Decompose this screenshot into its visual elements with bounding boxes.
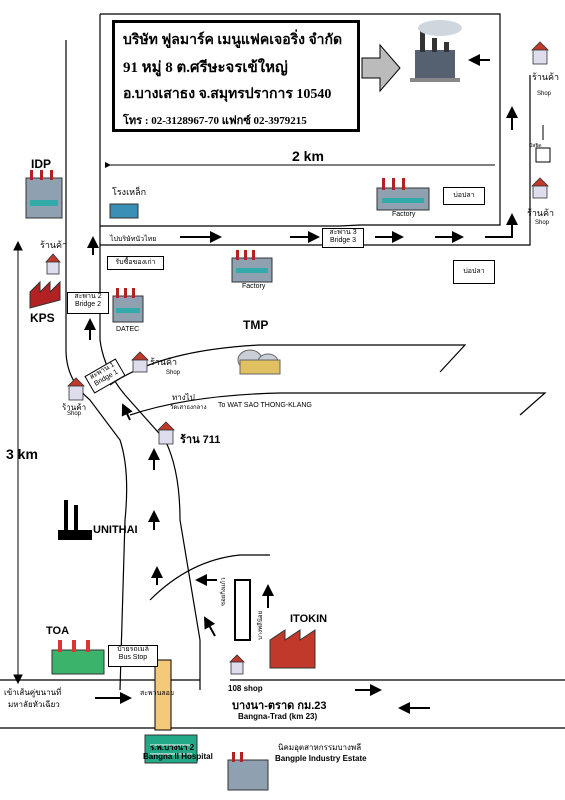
mosque-sign: [535, 147, 551, 163]
shop-label-th: ร้านค้า: [532, 72, 560, 82]
factory-middle-icon: [231, 250, 273, 283]
bangna-trad-en: Bangna-Trad (km 23): [238, 712, 318, 721]
unithai-factory-icon: [58, 500, 92, 540]
shop-label-th: ร้านค้า: [62, 403, 87, 412]
datec-label: DATEC: [116, 326, 140, 333]
soi-sign: [234, 579, 251, 641]
factory-top-icon: [376, 178, 430, 211]
toa-factory-icon: [51, 640, 105, 675]
shop-label-th: ร้านค้า: [527, 208, 555, 218]
shop-label: Shop: [535, 220, 550, 226]
distance-lines: [13, 162, 495, 685]
distance-left-label: 3 km: [6, 446, 38, 462]
datec-factory-icon: [112, 288, 144, 323]
hospital-icon: [144, 734, 198, 764]
soi-sign-label: ซอยกิ่งแก้ว: [221, 577, 227, 606]
big-arrow: [361, 43, 401, 93]
bangna-trad-th: บางนา-ตราด กม.23: [232, 700, 327, 712]
temple-road-bottom: [129, 392, 547, 416]
roads: [0, 13, 565, 729]
right-road-left-edge: [100, 60, 501, 227]
right-road-right-edge: [100, 75, 531, 246]
bridge-2-en: Bridge 2: [74, 301, 102, 308]
shop-label-th: ร้านค้า: [40, 240, 68, 250]
estate-factory-icon: [227, 752, 269, 791]
shop-house-icon: [157, 421, 175, 445]
shop-house-icon: [531, 177, 549, 199]
steel-factory-icon: [109, 203, 139, 219]
to-company-label: ไปบริษัทนัวไทย: [110, 236, 157, 243]
fish-pond-2: บ่อปลา: [453, 260, 495, 284]
itokin-road: [149, 554, 270, 601]
direction-arrows: [84, 54, 518, 714]
idp-factory-icon: [25, 170, 63, 219]
estate-en: Bangple Industry Estate: [275, 754, 367, 763]
shop-house-icon: [531, 41, 549, 65]
bridge-3-en: Bridge 3: [329, 237, 357, 244]
receive-sign: รับซื้อของเก่า: [107, 256, 164, 270]
shop-house-icon: [229, 654, 245, 675]
fish-pond-1: บ่อปลา: [443, 187, 485, 205]
bus-stop-th: ป้ายรถเมล์: [117, 646, 149, 653]
unithai-label: UNITHAI: [93, 524, 138, 536]
shop-house-icon: [45, 253, 61, 275]
factory-middle-label: Factory: [242, 283, 266, 290]
shop-label: Shop: [166, 370, 181, 376]
hospital-en: Bangna II Hospital: [143, 752, 213, 761]
factory-top-label: Factory: [392, 211, 416, 218]
shop-house-icon: [67, 377, 85, 401]
to-temple-th: ทางไป: [172, 393, 195, 402]
bridge-3-sign: สะพาน 3 Bridge 3: [322, 228, 364, 248]
entrance-label: เข้าเส้นคู่ขนานที่: [4, 688, 62, 697]
bridge-2-sign: สะพาน 2 Bridge 2: [67, 292, 109, 314]
itokin-label: ITOKIN: [290, 613, 328, 625]
tmp-label: TMP: [243, 318, 269, 332]
to-temple-th2: วัดเสาธงกลาง: [170, 405, 207, 411]
itokin-factory-icon: [269, 629, 316, 669]
steel-label: โรงเหล็ก: [112, 187, 147, 197]
shop-711-label: ร้าน 711: [180, 434, 221, 446]
footbridge: [154, 659, 172, 731]
to-temple-en: To WAT SAO THONG-KLANG: [218, 402, 312, 409]
mosque-label: มัสยิด: [529, 143, 542, 149]
bridge-2-th: สะพาน 2: [74, 293, 102, 300]
village-sign-label: บางพลีน้อย: [258, 611, 264, 640]
bridge-3-th: สะพาน 3: [329, 229, 357, 236]
kps-factory-icon: [29, 280, 61, 309]
bus-stop-sign: ป้ายรถเมล์ Bus Stop: [108, 645, 158, 667]
top-road: [100, 13, 501, 60]
bus-stop-en: Bus Stop: [118, 654, 148, 661]
estate-th: นิคมอุตสาหกรรมบางพลี: [278, 743, 362, 752]
distance-top-label: 2 km: [292, 148, 324, 164]
company-phone: โทร : 02-3128967-70 แฟกซ์ 02-3979215: [123, 115, 307, 127]
shop-label-th: ร้านค้า: [150, 357, 178, 367]
shop-label: Shop: [67, 411, 82, 417]
entrance-label-2: มหาลัยหัวเฉียว: [8, 700, 60, 709]
shop-icons: [45, 41, 549, 675]
toa-label: TOA: [46, 625, 70, 637]
shop-108-label: 108 shop: [228, 684, 263, 693]
company-address-line1: 91 หมู่ 8 ต.ศรีษะจรเข้ใหญ่: [123, 60, 288, 76]
shop-house-icon: [131, 351, 149, 373]
tmp-tanks-icon: [237, 349, 281, 375]
hospital-th: ร.พ.บางนา 2: [150, 743, 195, 752]
main-road-left-edge: [65, 40, 128, 691]
company-name: บริษัท ฟูลมาร์ค เมนูแฟคเจอริ่ง จำกัด: [123, 33, 343, 48]
kps-label: KPS: [30, 311, 55, 325]
company-info-box: บริษัท ฟูลมาร์ค เมนูแฟคเจอริ่ง จำกัด 91 …: [112, 20, 360, 132]
footbridge-label: สะพานลอย: [140, 690, 174, 697]
company-address-line2: อ.บางเสาธง จ.สมุทรปราการ 10540: [123, 87, 332, 102]
target-factory-icon: [410, 20, 462, 82]
shop-label: Shop: [537, 91, 552, 97]
idp-label: IDP: [31, 157, 52, 171]
